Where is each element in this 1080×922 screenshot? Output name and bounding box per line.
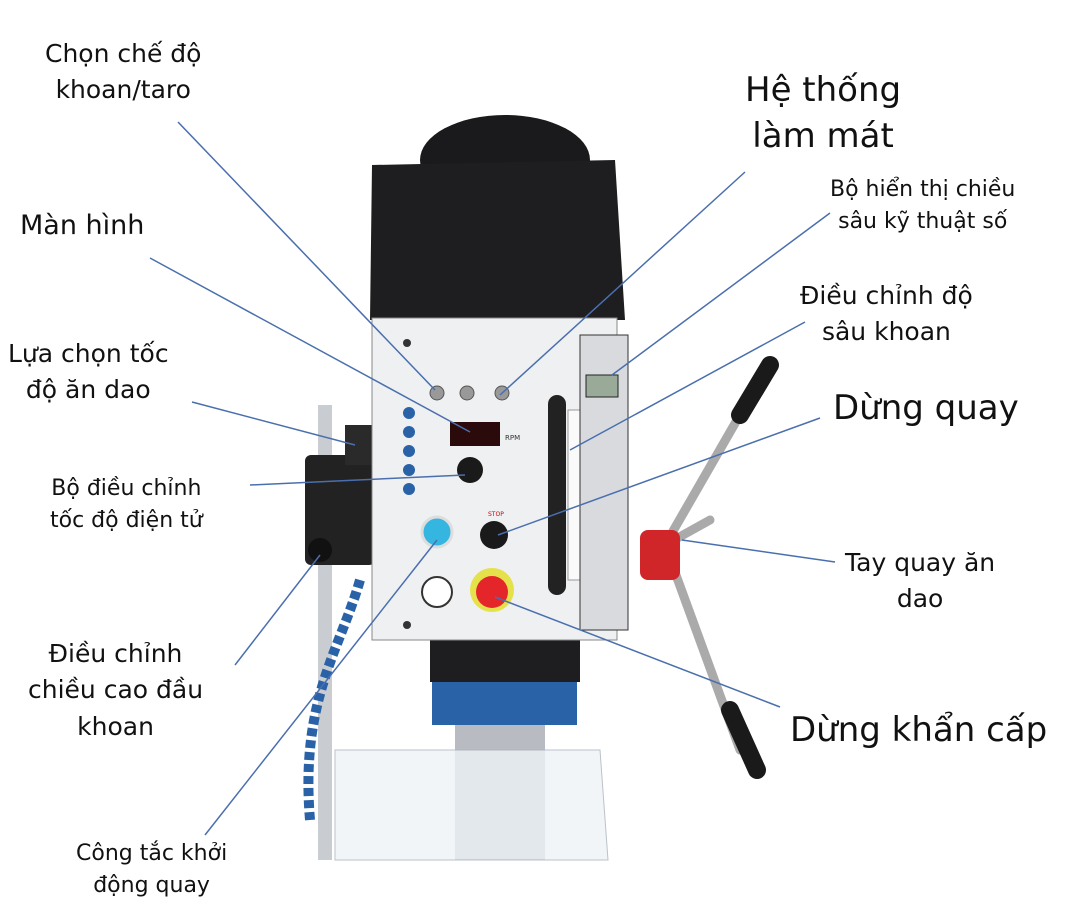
label-stop: Dừng quay [833,388,1019,428]
stop-button [480,521,508,549]
head-housing [370,160,625,320]
toggle-switches [429,385,510,401]
rpm-label: RPM [505,434,520,442]
stop-label: STOP [488,511,504,518]
spindle-collar [432,680,577,725]
chip-guard [334,749,609,861]
feed-speed-buttons [403,407,415,495]
coolant-hose [303,578,365,821]
digital-depth-display [585,374,619,398]
label-display: Màn hình [20,210,145,241]
feed-hub [640,530,680,580]
height-adjust-block [305,455,375,565]
emergency-stop-button [476,576,508,608]
leader-lines [149,121,836,836]
label-emergency-stop: Dừng khẩn cấp [790,710,1048,750]
speed-knob [457,457,483,483]
start-button [420,515,454,549]
depth-slot [548,395,566,595]
